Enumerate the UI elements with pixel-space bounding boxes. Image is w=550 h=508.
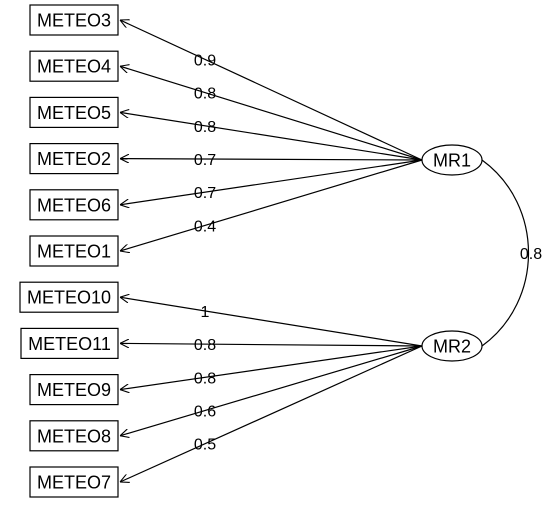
loading-edge-meteo3 [120, 20, 423, 161]
indicator-box-meteo9 [29, 374, 119, 406]
indicator-box-meteo1 [29, 235, 119, 267]
loading-value: 0.7 [194, 152, 216, 169]
loading-value: 0.7 [194, 185, 216, 202]
loading-edge-meteo7 [120, 345, 423, 482]
loading-edge-meteo8 [120, 345, 423, 436]
indicator-label: METEO10 [27, 288, 111, 308]
indicator-label: METEO1 [37, 242, 111, 262]
indicator-label: METEO11 [28, 334, 111, 354]
loading-value: 0.5 [194, 437, 216, 454]
indicator-box-meteo6 [29, 189, 119, 221]
indicator-box-meteo7 [29, 466, 119, 498]
loading-edge-meteo11 [120, 343, 423, 346]
loading-value: 0.8 [194, 119, 216, 136]
loading-edge-meteo1 [120, 159, 423, 251]
indicator-label: METEO8 [37, 426, 111, 446]
indicator-box-meteo5 [29, 96, 119, 129]
loading-edge-meteo5 [120, 112, 423, 161]
indicator-box-meteo4 [29, 50, 119, 82]
loading-value: 0.4 [194, 218, 216, 235]
loading-value: 0.8 [194, 337, 216, 354]
correlation-curve [481, 159, 530, 347]
loading-edge-meteo2 [120, 159, 423, 160]
indicator-label: METEO3 [37, 11, 111, 31]
loading-value: 0.8 [194, 370, 216, 387]
indicator-boxes: METEO3METEO4METEO5METEO2METEO6METEO1METE… [19, 4, 119, 498]
indicator-box-meteo3 [29, 4, 119, 36]
loading-value: 1 [201, 304, 210, 321]
loading-edge-meteo9 [120, 345, 423, 390]
loading-edge-meteo10 [120, 297, 423, 347]
factor-label: MR1 [433, 151, 471, 171]
indicator-box-meteo2 [29, 143, 119, 175]
loading-value: 0.8 [194, 86, 216, 103]
factor-correlation: 0.8 [481, 159, 542, 347]
factor-label: MR2 [433, 337, 471, 357]
indicator-box-meteo10 [19, 281, 119, 313]
loading-edge-meteo6 [120, 159, 423, 205]
loading-value: 0.6 [194, 404, 216, 421]
loading-edges [120, 20, 423, 482]
indicator-label: METEO9 [37, 380, 111, 400]
indicator-label: METEO2 [37, 149, 111, 169]
correlation-value: 0.8 [520, 246, 542, 263]
indicator-label: METEO5 [37, 103, 111, 123]
loading-labels: 0.9 0.8 0.8 0.7 0.7 0.4 1 0.8 0.8 0.6 0.5 [194, 52, 216, 453]
indicator-label: METEO6 [37, 195, 111, 215]
indicator-label: METEO7 [37, 473, 111, 493]
indicator-box-meteo8 [29, 420, 119, 452]
indicator-label: METEO4 [37, 57, 111, 77]
indicator-box-meteo11 [20, 327, 119, 359]
loading-value: 0.9 [194, 52, 216, 69]
loading-edge-meteo4 [120, 66, 423, 161]
